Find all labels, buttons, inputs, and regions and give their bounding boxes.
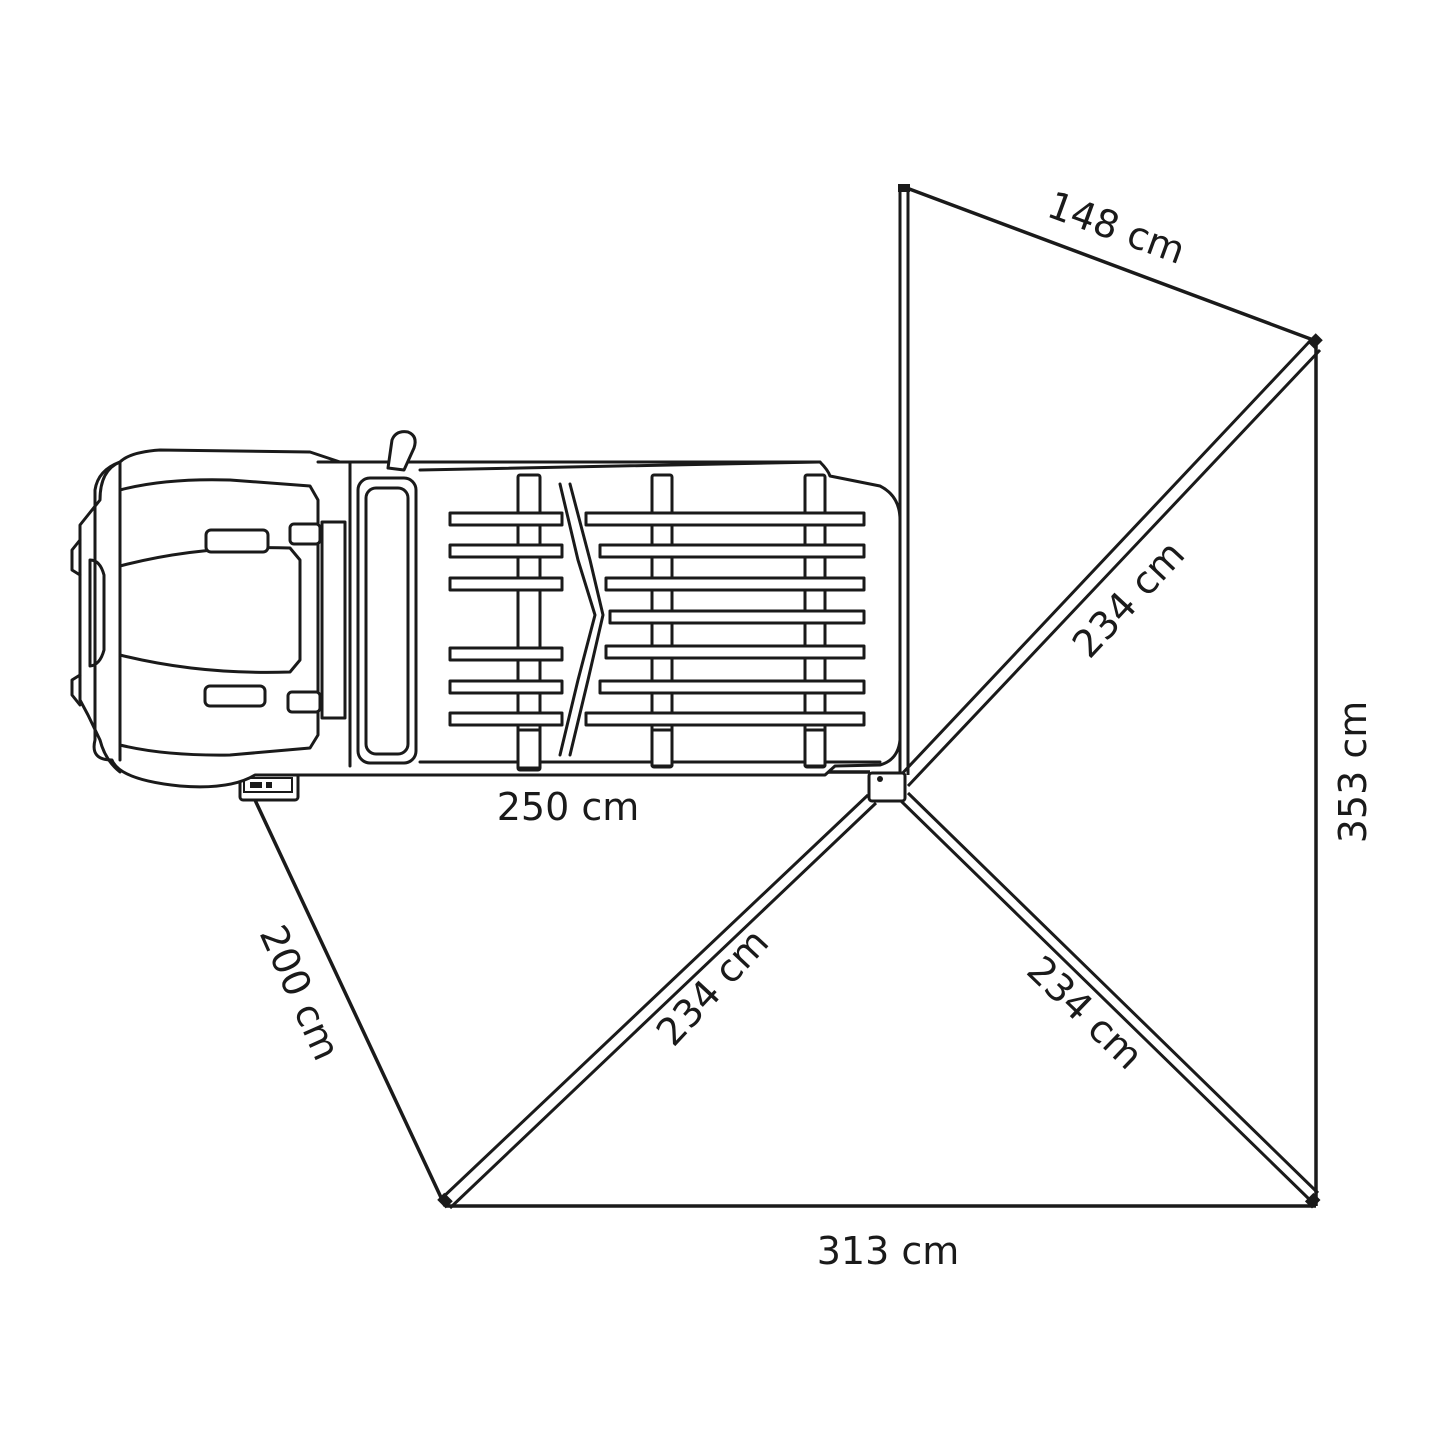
dimension-car-side: 250 cm xyxy=(497,785,640,829)
dimension-right-edge: 353 cm xyxy=(1331,701,1375,844)
lower-left-diagonal-pole xyxy=(437,793,878,1210)
vehicle-top-view xyxy=(70,430,902,789)
side-mirror xyxy=(386,430,417,472)
roof-rack-divider xyxy=(558,482,597,757)
rear-mount-bracket xyxy=(867,771,907,803)
sunroof xyxy=(356,476,418,765)
upper-diagonal-pole xyxy=(896,333,1323,788)
dimension-left-edge: 200 cm xyxy=(251,919,349,1067)
hood xyxy=(118,460,320,762)
windshield xyxy=(316,460,352,768)
roof-rack-slats xyxy=(448,511,866,727)
awning-top-edge xyxy=(903,185,1317,343)
awning-left-edge xyxy=(253,799,447,1207)
dimension-bottom-edge: 313 cm xyxy=(817,1229,960,1273)
front-bumper xyxy=(78,460,122,774)
awning-poles xyxy=(437,184,1323,1210)
lower-right-diagonal-pole xyxy=(898,791,1321,1209)
dimension-top-edge: 148 cm xyxy=(1042,183,1191,273)
